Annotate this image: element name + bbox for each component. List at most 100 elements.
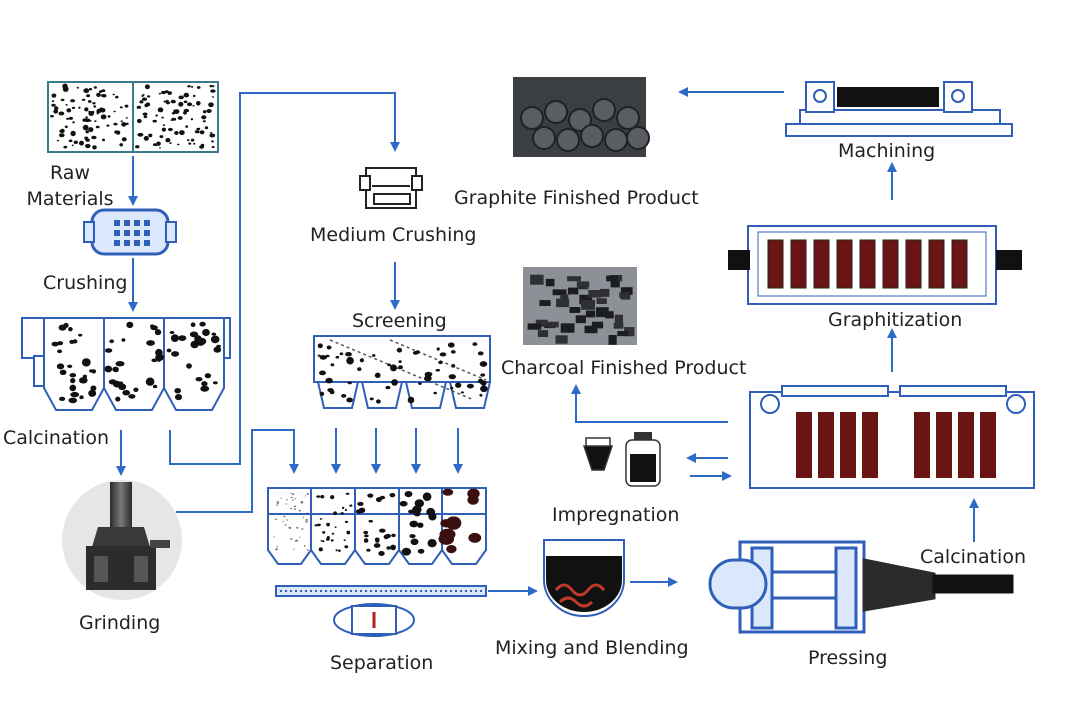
particle (133, 387, 139, 392)
charcoal-piece (620, 287, 633, 295)
particle (276, 500, 279, 502)
particle (171, 117, 177, 121)
particle (178, 101, 184, 107)
particle (50, 115, 54, 118)
charcoal-piece (613, 323, 624, 329)
particle (137, 132, 144, 137)
particle (300, 501, 304, 504)
particle (293, 508, 296, 510)
particle (170, 334, 179, 342)
particle (209, 132, 213, 134)
particle (192, 94, 196, 98)
particle (93, 105, 96, 108)
particle (466, 383, 474, 389)
particle (145, 102, 151, 107)
charcoal-briquettes-photo (523, 267, 637, 345)
particle (59, 396, 66, 401)
graphite-electrode-end (568, 108, 592, 132)
charcoal-piece (614, 314, 623, 324)
particle (159, 135, 164, 139)
graphite-electrode-ends (520, 98, 650, 152)
particle (209, 133, 216, 138)
particle (479, 361, 488, 367)
particle (192, 105, 195, 107)
particle (73, 140, 79, 144)
particle (190, 322, 196, 328)
particle (368, 519, 373, 523)
particle (67, 364, 73, 368)
particle (304, 495, 306, 497)
step-label-mixing: Mixing and Blending (495, 637, 689, 659)
particle (206, 109, 212, 113)
particle (401, 547, 412, 556)
particle (330, 539, 334, 542)
particle (296, 526, 299, 529)
charcoal-piece (569, 307, 581, 313)
particle (211, 96, 215, 98)
particle (450, 350, 456, 354)
particle (68, 327, 73, 332)
particle (183, 100, 188, 104)
particle (115, 396, 121, 402)
particle (190, 118, 194, 121)
particle (70, 377, 76, 384)
particle (162, 124, 166, 126)
particle (316, 523, 321, 527)
particle (79, 395, 84, 400)
particle (455, 382, 462, 388)
arrow-calcination-to-medium-crushing (169, 92, 400, 465)
particle (407, 396, 415, 404)
particle (113, 122, 118, 126)
particle (477, 351, 484, 356)
particle (344, 520, 349, 524)
particle (479, 393, 483, 397)
particle (90, 385, 97, 391)
particle (165, 101, 171, 105)
particle (143, 136, 149, 141)
particle (298, 509, 301, 512)
particle (121, 338, 126, 342)
charcoal-piece (547, 321, 559, 328)
particle (51, 100, 55, 103)
particle (298, 536, 301, 538)
charcoal-piece (606, 275, 619, 282)
lathe-machining-icon (785, 81, 1013, 137)
particle (448, 374, 456, 380)
particle (144, 84, 150, 90)
particle (436, 347, 440, 351)
particle (446, 545, 457, 554)
particle (305, 519, 308, 521)
particle (204, 373, 212, 379)
particle (183, 108, 190, 113)
particle (106, 124, 110, 127)
particle (185, 125, 189, 128)
particle (136, 118, 142, 124)
particle (327, 388, 334, 393)
particle (187, 102, 193, 107)
particle (385, 533, 391, 539)
charcoal-piece (575, 315, 586, 324)
particle (70, 99, 76, 103)
particle (213, 346, 222, 353)
particle (409, 520, 419, 528)
particle (115, 95, 119, 99)
particle (78, 333, 83, 337)
particle (96, 112, 99, 115)
particle (290, 538, 293, 540)
charcoal-piece (530, 274, 544, 285)
raw-material-bins-icon (47, 81, 219, 153)
charcoal-piece (545, 278, 555, 287)
particle (472, 342, 478, 346)
step-label-graphitization: Graphitization (828, 309, 963, 331)
particle (125, 117, 128, 119)
particle (171, 351, 180, 357)
charcoal-piece (624, 327, 635, 337)
particle (63, 145, 68, 149)
particle (116, 130, 121, 135)
particle (451, 364, 456, 368)
particle (399, 500, 408, 507)
particle (99, 107, 103, 111)
particle (379, 528, 386, 533)
particle (174, 388, 181, 394)
